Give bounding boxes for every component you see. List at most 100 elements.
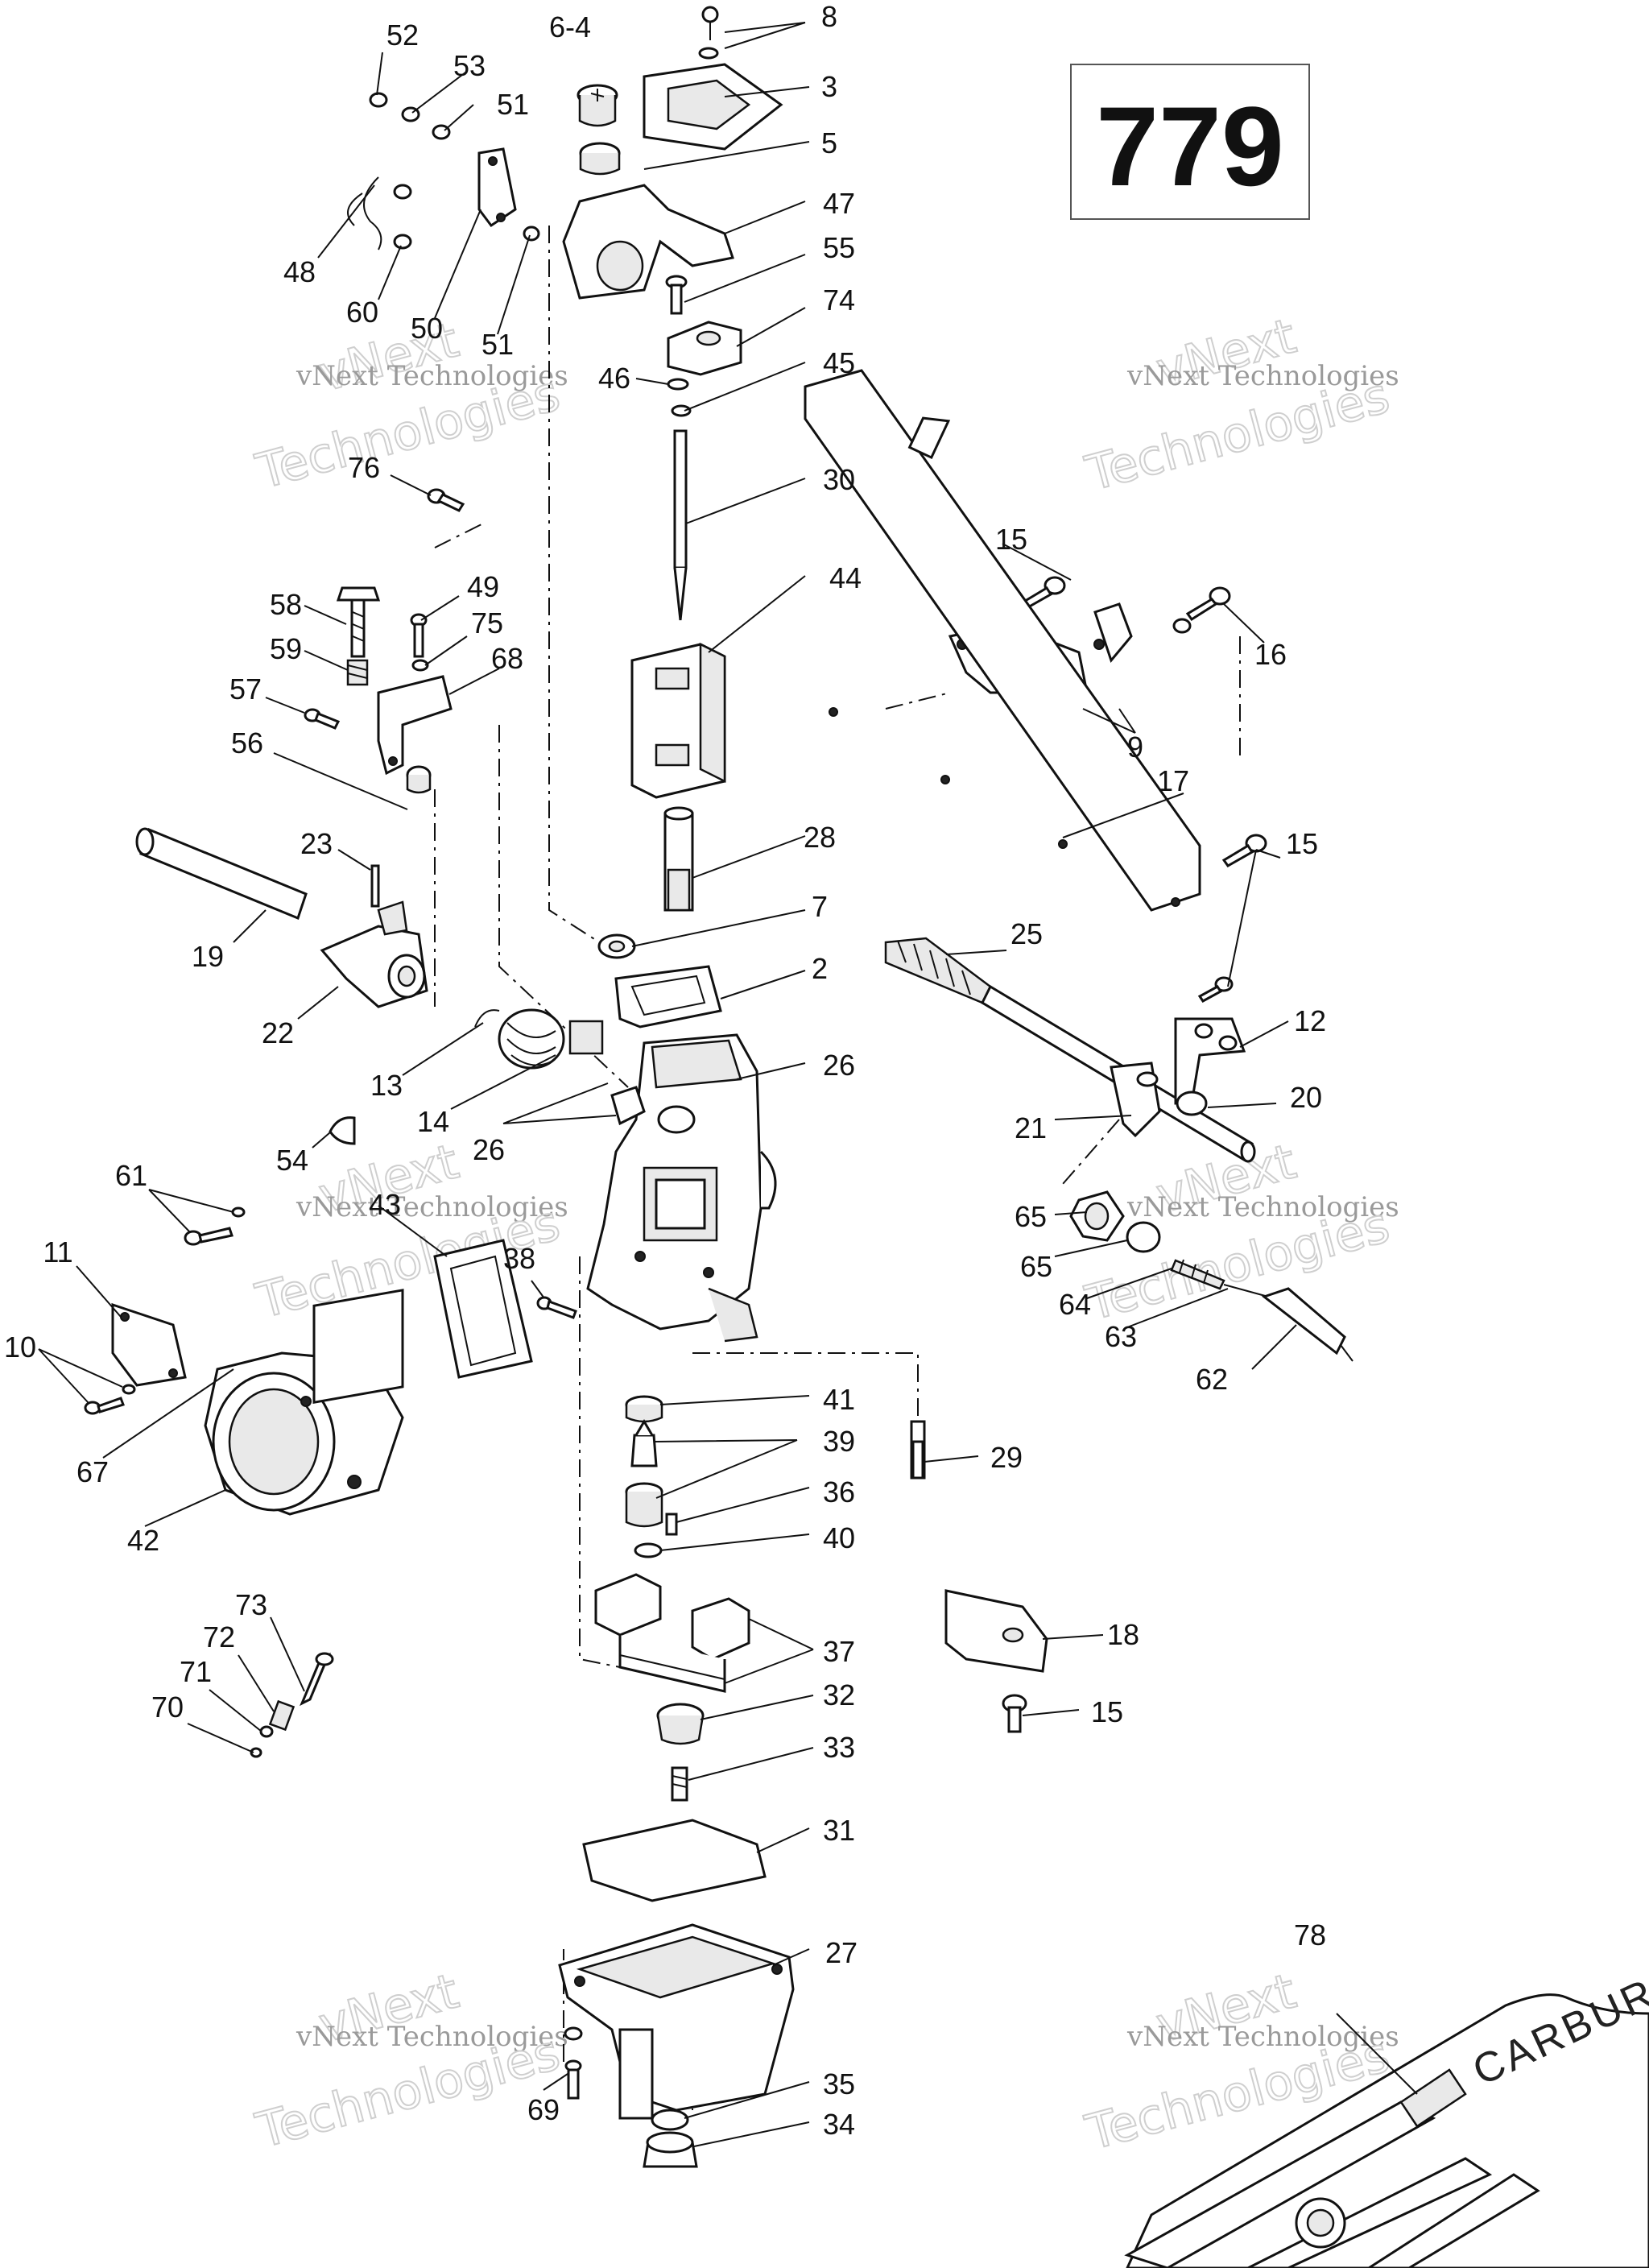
callout-label: 36 [823, 1475, 855, 1509]
callout-label: 61 [115, 1159, 147, 1192]
svg-text:vNext Technologies: vNext Technologies [295, 2021, 568, 2053]
part-spring-25 [884, 937, 992, 1004]
part-screw-57 [304, 708, 341, 730]
part-nut [579, 142, 621, 176]
callout-label: 72 [203, 1620, 235, 1653]
callout-label: 67 [76, 1455, 109, 1488]
page-number: 779 [1096, 83, 1284, 209]
callout-label: 12 [1294, 1004, 1326, 1037]
throttle-bore-assembly [84, 1206, 577, 1758]
callout-label: 20 [1290, 1081, 1322, 1114]
part-bracket-18 [944, 1589, 1048, 1673]
part-cap-41 [625, 1395, 663, 1423]
part-fitting-65 [1069, 1190, 1161, 1253]
part-spring-59 [346, 659, 369, 686]
part-oring-35 [651, 2109, 689, 2131]
callout-label: 49 [467, 570, 499, 603]
part-main-jet-32 [656, 1703, 705, 1745]
callout-label: 43 [369, 1188, 401, 1221]
part-bushing-20 [1176, 1091, 1208, 1116]
part-screw-61 [184, 1206, 246, 1246]
part-cable-housing [562, 184, 734, 300]
callout-label: 65 [1015, 1200, 1047, 1233]
part-idle-screw-58 [336, 586, 381, 658]
watermark: vNext vNext Technologies Technologies [250, 311, 568, 501]
part-screw-15a [1020, 576, 1066, 610]
left-throttle-mechanism [135, 488, 604, 1145]
callout-labels: 8 6-4 52 53 51 3 5 47 48 55 60 50 51 74 … [4, 0, 1326, 2141]
jets-and-float [558, 1395, 795, 2168]
callout-label: 63 [1105, 1320, 1137, 1353]
part-spring-64 [1170, 1259, 1225, 1290]
callout-label: 26 [473, 1133, 505, 1166]
part-drain-plug-34 [643, 2131, 698, 2168]
part-adjuster-cap [577, 84, 618, 127]
part-top-cover [643, 63, 783, 151]
callout-label: 70 [151, 1691, 184, 1724]
part-gasket-2 [614, 965, 722, 1028]
callout-label: 73 [235, 1588, 267, 1621]
callout-label: 26 [823, 1049, 855, 1082]
callout-label: 3 [821, 70, 837, 103]
callout-label: 11 [43, 1235, 72, 1269]
part-tool-62 [1261, 1287, 1354, 1362]
part-float-37 [594, 1573, 750, 1693]
callout-label: 62 [1196, 1363, 1228, 1396]
part-pulley-22 [320, 900, 428, 1008]
part-rail-17 [804, 369, 1201, 912]
page-number-box: 779 [1070, 64, 1310, 220]
part-float-bowl-27 [558, 1923, 795, 2120]
part-lever-21 [1110, 1062, 1161, 1138]
callout-label: 13 [370, 1069, 403, 1102]
callout-label: 7 [812, 890, 828, 923]
callout-label: 15 [995, 523, 1027, 556]
needle-and-slide [597, 429, 726, 1028]
callout-label: 42 [127, 1524, 159, 1557]
part-screw-49 [410, 613, 429, 672]
callout-label: 48 [283, 255, 316, 288]
callout-label: 22 [262, 1016, 294, 1049]
part-clip-48 [347, 176, 382, 250]
callout-label: 58 [270, 588, 302, 621]
callout-label: 35 [823, 2067, 855, 2100]
part-throttle-shaft-19 [135, 827, 308, 920]
callout-label: 23 [300, 827, 333, 860]
callout-label: 45 [823, 346, 855, 379]
callout-label: 8 [821, 0, 837, 33]
callout-label: 40 [823, 1521, 855, 1554]
callout-label: 2 [812, 952, 828, 985]
callout-label: 31 [823, 1814, 855, 1847]
svg-text:vNext Technologies: vNext Technologies [1126, 360, 1399, 392]
callout-label: 5 [821, 126, 837, 159]
part-collar-14 [568, 1020, 604, 1055]
callout-label: 37 [823, 1635, 855, 1668]
part-seat-36 [625, 1482, 678, 1536]
callout-label: 65 [1020, 1250, 1052, 1283]
part-bracket-50 [477, 147, 517, 228]
part-jet-holder-33 [671, 1766, 688, 1802]
part-screw-16 [1172, 586, 1231, 634]
part-bushing-56 [406, 765, 432, 794]
leader-lines [38, 22, 1418, 2147]
callout-label: 44 [829, 561, 862, 594]
part-float-gasket-31 [582, 1819, 767, 1902]
callout-label: 56 [231, 726, 263, 759]
callout-label: 30 [823, 463, 855, 496]
part-screw-38 [536, 1296, 577, 1319]
part-screw-12-upper [1197, 976, 1234, 1003]
callout-label: 76 [348, 451, 380, 484]
callout-label: 15 [1286, 827, 1318, 860]
callout-label: 74 [823, 284, 855, 317]
part-pilot-screw-73 [300, 1652, 334, 1707]
part-needle-valve-39 [630, 1419, 658, 1467]
callout-label: 21 [1015, 1111, 1047, 1144]
callout-label: 10 [4, 1331, 36, 1364]
callout-label: 41 [823, 1383, 855, 1416]
callout-label: 59 [270, 632, 302, 665]
callout-label: 51 [497, 88, 529, 121]
callout-label: 28 [804, 821, 836, 854]
callout-label: 60 [346, 296, 378, 329]
callout-label: 6-4 [549, 10, 591, 43]
part-washers-top [369, 92, 540, 250]
